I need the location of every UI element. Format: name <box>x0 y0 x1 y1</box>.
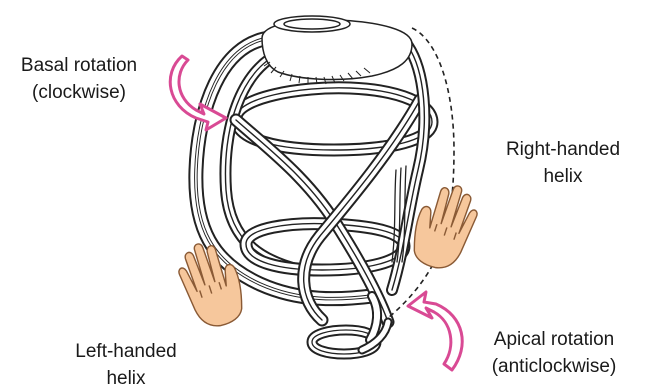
basal-rotation-line1: Basal rotation <box>4 52 154 79</box>
left-handed-line2: helix <box>46 365 206 392</box>
left-hand-icon <box>172 235 251 333</box>
left-handed-line1: Left-handed <box>46 338 206 365</box>
basal-rotation-label: Basal rotation (clockwise) <box>4 52 154 106</box>
right-handed-line1: Right-handed <box>488 136 638 163</box>
helical-heart-diagram: Basal rotation (clockwise) Right-handed … <box>0 0 645 383</box>
left-handed-helix-label: Left-handed helix <box>46 338 206 392</box>
right-handed-line2: helix <box>488 163 638 190</box>
valve-cap <box>262 16 412 84</box>
apical-rotation-label: Apical rotation (anticlockwise) <box>466 326 642 380</box>
right-handed-helix-label: Right-handed helix <box>488 136 638 190</box>
anticlockwise-arrow-icon <box>408 292 462 370</box>
apical-rotation-line2: (anticlockwise) <box>466 353 642 380</box>
apical-rotation-line1: Apical rotation <box>466 326 642 353</box>
basal-rotation-line2: (clockwise) <box>4 79 154 106</box>
